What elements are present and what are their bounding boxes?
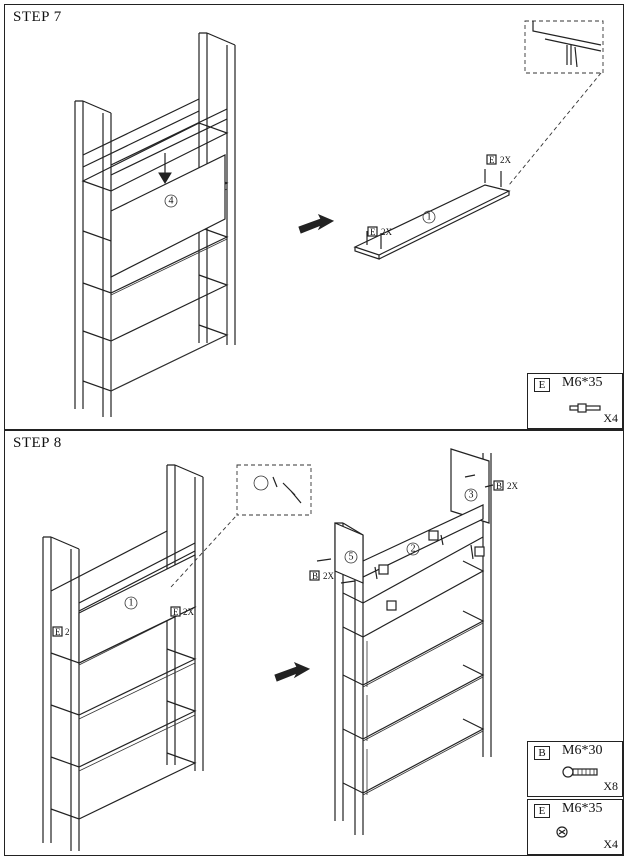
- bolt-icon: [569, 403, 601, 413]
- step-title: STEP 8: [13, 435, 62, 451]
- part-size: M6*35: [562, 375, 603, 390]
- part-callout: 1: [427, 212, 432, 223]
- bolt-qty: 2X: [381, 227, 393, 237]
- bolt-qty: 2X: [500, 155, 512, 165]
- step-7-panel: STEP 7 4: [4, 4, 624, 430]
- part-callout: 5: [349, 552, 354, 563]
- bolt-code: E: [489, 155, 495, 165]
- bolt-code: E: [173, 607, 179, 617]
- step-8-panel: STEP 8 1 E 2X E 2: [4, 430, 624, 856]
- part-code: E: [534, 804, 550, 818]
- detail-callout: [508, 20, 604, 186]
- screw-qty: 2X: [507, 481, 519, 491]
- part-size: M6*35: [562, 801, 603, 816]
- detail-callout: [236, 464, 312, 516]
- part-callout: 2: [411, 544, 416, 555]
- screw-code: B: [312, 571, 318, 581]
- screw-icon: [562, 766, 598, 778]
- right-arrow-icon: [274, 662, 311, 682]
- cam-lock-icon: [556, 826, 568, 838]
- part-callout: 4: [169, 196, 174, 207]
- right-arrow-icon: [298, 214, 335, 234]
- part-callout: 1: [129, 598, 134, 609]
- parts-list: E M6*35 X4: [527, 373, 623, 429]
- bolt-code: E: [370, 227, 376, 237]
- bolt-code: E: [55, 627, 61, 637]
- part-quantity: X4: [603, 411, 618, 425]
- bolt-qty: 2: [65, 627, 70, 637]
- part-quantity: X8: [603, 779, 618, 793]
- part-quantity: X4: [603, 837, 618, 851]
- step-7-diagram: 4 1 E 2X E 2X: [74, 20, 604, 417]
- bookcase-frame-assembled: 3 B 2X 2 5 B 2X: [309, 448, 519, 835]
- parts-list: B M6*30 X8: [527, 741, 623, 797]
- part-size: M6*30: [562, 743, 603, 758]
- screw-code: B: [496, 481, 502, 491]
- step-8-diagram: 1 E 2X E 2: [42, 448, 519, 851]
- step-title: STEP 7: [13, 9, 62, 25]
- parts-list: E M6*35 X4: [527, 799, 623, 855]
- bookcase-frame: 1 E 2X E 2: [42, 464, 238, 851]
- bolt-qty: 2X: [183, 607, 195, 617]
- part-code: B: [534, 746, 550, 760]
- shelf-part: 1 E 2X E 2X: [353, 154, 512, 260]
- back-panel-part: 4: [110, 153, 226, 278]
- part-callout: 3: [469, 490, 474, 501]
- screw-qty: 2X: [323, 571, 335, 581]
- part-code: E: [534, 378, 550, 392]
